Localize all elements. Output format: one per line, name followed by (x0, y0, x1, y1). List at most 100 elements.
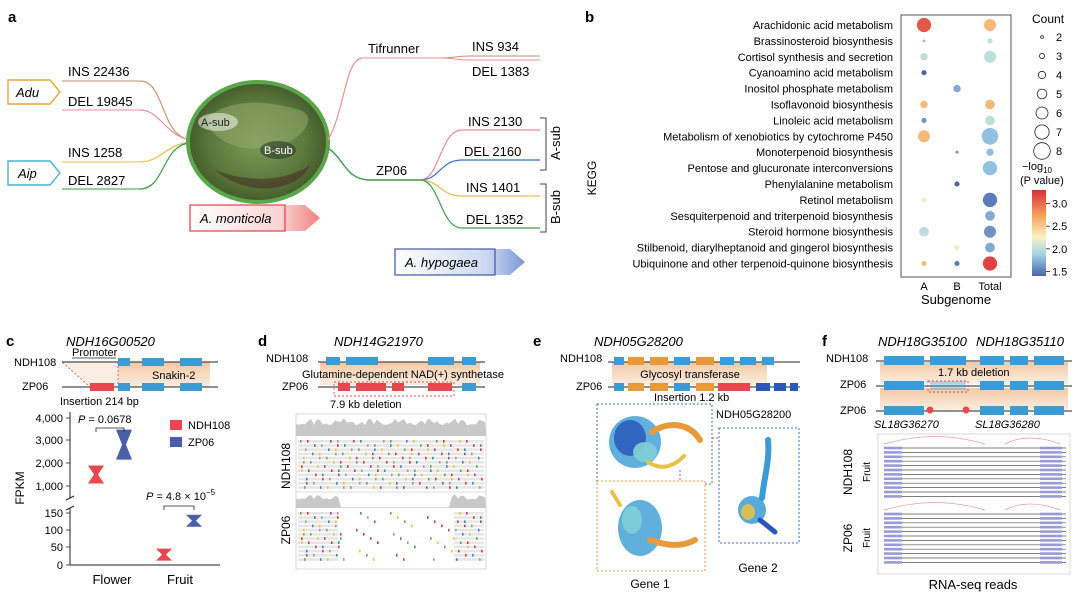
adu-label: Adu (15, 85, 39, 100)
read-mismatch (345, 473, 347, 477)
read-mismatch (352, 477, 354, 481)
c-ytick-label: 4,000 (35, 413, 63, 425)
c-ytick-label: 100 (45, 525, 63, 537)
read-mismatch (467, 541, 469, 544)
read-mismatch (427, 516, 429, 519)
read-mismatch (393, 533, 395, 536)
kegg-term: Monoterpenoid biosynthesis (756, 147, 893, 159)
snakin-label: Snakin-2 (152, 370, 195, 382)
panel-c: c NDH16G00520 NDH108 ZP06 Promoter Snaki… (6, 333, 230, 587)
panel-d-ndh108: NDH108 (266, 353, 308, 365)
read-mismatch (304, 486, 306, 489)
read-mismatch (414, 469, 416, 472)
read-mismatch (481, 549, 483, 553)
read-row (454, 558, 484, 561)
read-mismatch (327, 558, 329, 561)
panel-f-synteny-1 (880, 362, 1068, 384)
e-exon (628, 357, 644, 365)
read-mismatch (397, 444, 399, 447)
read-mismatch (396, 554, 398, 557)
count-legend-dot (1040, 35, 1044, 39)
read-mismatch (377, 465, 379, 468)
f-breakpoint (962, 406, 970, 414)
read-mismatch (343, 482, 345, 485)
read-mismatch (414, 473, 416, 477)
promoter-label: Promoter (72, 347, 118, 359)
panel-e-letter: e (533, 333, 541, 350)
read-row (298, 512, 338, 515)
read-mismatch (338, 469, 340, 472)
read-mismatch (317, 465, 319, 468)
read-mismatch (448, 528, 450, 532)
count-legend-dot (1035, 106, 1049, 120)
kegg-ylabel: KEGG (585, 161, 599, 196)
read-mismatch (337, 516, 339, 519)
read-mismatch (409, 461, 411, 464)
read-row (454, 549, 484, 553)
read-mismatch (340, 465, 342, 468)
count-legend-dot (1037, 70, 1047, 80)
kegg-dot (984, 19, 996, 31)
sashimi-read-block (1040, 556, 1062, 560)
bsub-bracket (540, 183, 547, 233)
read-mismatch (453, 537, 455, 540)
read-mismatch (320, 558, 322, 561)
sashimi-read-block (1040, 517, 1062, 520)
read-mismatch (359, 482, 361, 485)
read-mismatch (400, 465, 402, 468)
read-mismatch (434, 448, 436, 451)
read-mismatch (379, 456, 381, 460)
panel-d: d NDH14G21970 NDH108 ZP06 Glutamine-depe… (258, 333, 504, 570)
sashimi-read-block (1040, 534, 1062, 538)
read-mismatch (472, 482, 474, 485)
e-exon (674, 357, 690, 365)
zp-b-ins-curve (419, 179, 540, 197)
sashimi-arc (883, 502, 986, 511)
read-mismatch (321, 444, 323, 447)
e-exon (674, 383, 690, 391)
c-exon (180, 383, 202, 391)
read-row (298, 549, 484, 553)
f-exon (1034, 406, 1064, 415)
c-exon (118, 358, 130, 366)
read-row (298, 524, 484, 528)
panel-d-zp06: ZP06 (282, 381, 308, 393)
bsub-bracket-label: B-sub (548, 190, 563, 224)
asub-bracket-label: A-sub (548, 126, 563, 160)
panel-e-ndh108: NDH108 (560, 353, 602, 365)
aip-del-curve (139, 142, 191, 190)
read-mismatch (301, 465, 303, 468)
read-mismatch (328, 520, 330, 523)
read-mismatch (412, 477, 414, 481)
read-mismatch (306, 549, 308, 553)
read-mismatch (338, 545, 340, 549)
read-mismatch (473, 516, 475, 519)
read-row (298, 528, 338, 532)
read-mismatch (372, 452, 374, 456)
read-mismatch (319, 452, 321, 456)
e-exon (718, 383, 750, 391)
read-mismatch (450, 444, 452, 447)
e-exon (756, 383, 770, 391)
violin-zp06-flower (116, 429, 132, 460)
sashimi-read-block (1040, 455, 1062, 459)
f-exon (980, 381, 1004, 390)
sashimi-read-block (1040, 473, 1062, 476)
f-deletion-label: 1.7 kb deletion (938, 367, 1010, 379)
sashimi-read-block (884, 477, 902, 481)
read-mismatch (335, 452, 337, 456)
read-mismatch (458, 549, 460, 553)
kegg-dot (987, 38, 993, 44)
read-mismatch (336, 482, 338, 485)
f-exon (980, 406, 1004, 415)
c-ytick-label: 3,000 (35, 435, 63, 447)
read-row (454, 516, 484, 519)
panel-d-gene: NDH14G21970 (334, 334, 424, 349)
read-mismatch (407, 469, 409, 472)
read-mismatch (367, 444, 369, 447)
count-legend-dot (1036, 88, 1048, 100)
sashimi-read-block (884, 481, 902, 485)
read-mismatch (433, 558, 435, 561)
read-mismatch (455, 456, 457, 460)
read-mismatch (375, 473, 377, 477)
